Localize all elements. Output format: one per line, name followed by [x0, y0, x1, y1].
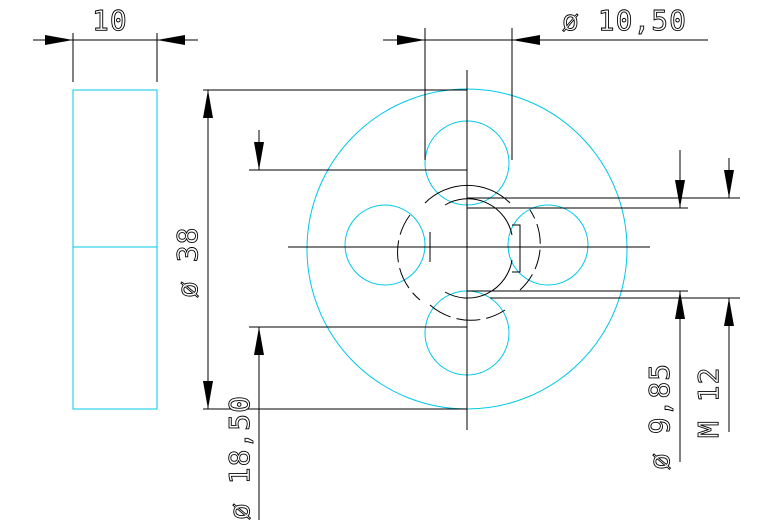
- side-view-outline: [72, 89, 158, 410]
- lobe-right: [507, 204, 589, 286]
- minor-arrow-bottom: [675, 291, 685, 319]
- thread-arrow-top: [724, 170, 734, 198]
- hole-dia-dimension: ø 10,50: [383, 4, 708, 160]
- pitch-dia-dimension: ø 18,50: [223, 130, 467, 520]
- minor-dia-dimension: ø 9,85: [467, 150, 688, 470]
- thread-arc-right: [519, 209, 541, 291]
- bore-arc-top: [444, 198, 513, 236]
- side-view: 10: [33, 4, 198, 410]
- bore-arc-bottom: [444, 259, 513, 299]
- thread-label: M 12: [692, 367, 725, 438]
- outer-arrow-bottom: [203, 381, 213, 409]
- hole-arrow-right: [512, 35, 540, 45]
- hole-dia-label: ø 10,50: [562, 4, 687, 37]
- outer-dia-label: ø 38: [171, 227, 204, 298]
- pitch-dia-label: ø 18,50: [223, 395, 256, 520]
- hole-arrow-left: [397, 35, 425, 45]
- pitch-arrow-top: [254, 142, 264, 170]
- width-arrow-right: [157, 35, 185, 45]
- bore-slot-right: [512, 224, 521, 273]
- pitch-arrow-bottom: [254, 327, 264, 355]
- thread-arrow-bottom: [724, 298, 734, 326]
- width-dimension-label: 10: [92, 4, 128, 37]
- lobe-left: [344, 204, 426, 286]
- front-view: [288, 70, 650, 430]
- thread-arc-left: [397, 214, 421, 301]
- thread-dimension: M 12: [467, 158, 740, 438]
- minor-dia-label: ø 9,85: [643, 363, 676, 470]
- outer-arrow-top: [203, 90, 213, 118]
- outer-dia-dimension: ø 38: [171, 89, 467, 410]
- minor-arrow-top: [675, 180, 685, 208]
- width-arrow-left: [45, 35, 73, 45]
